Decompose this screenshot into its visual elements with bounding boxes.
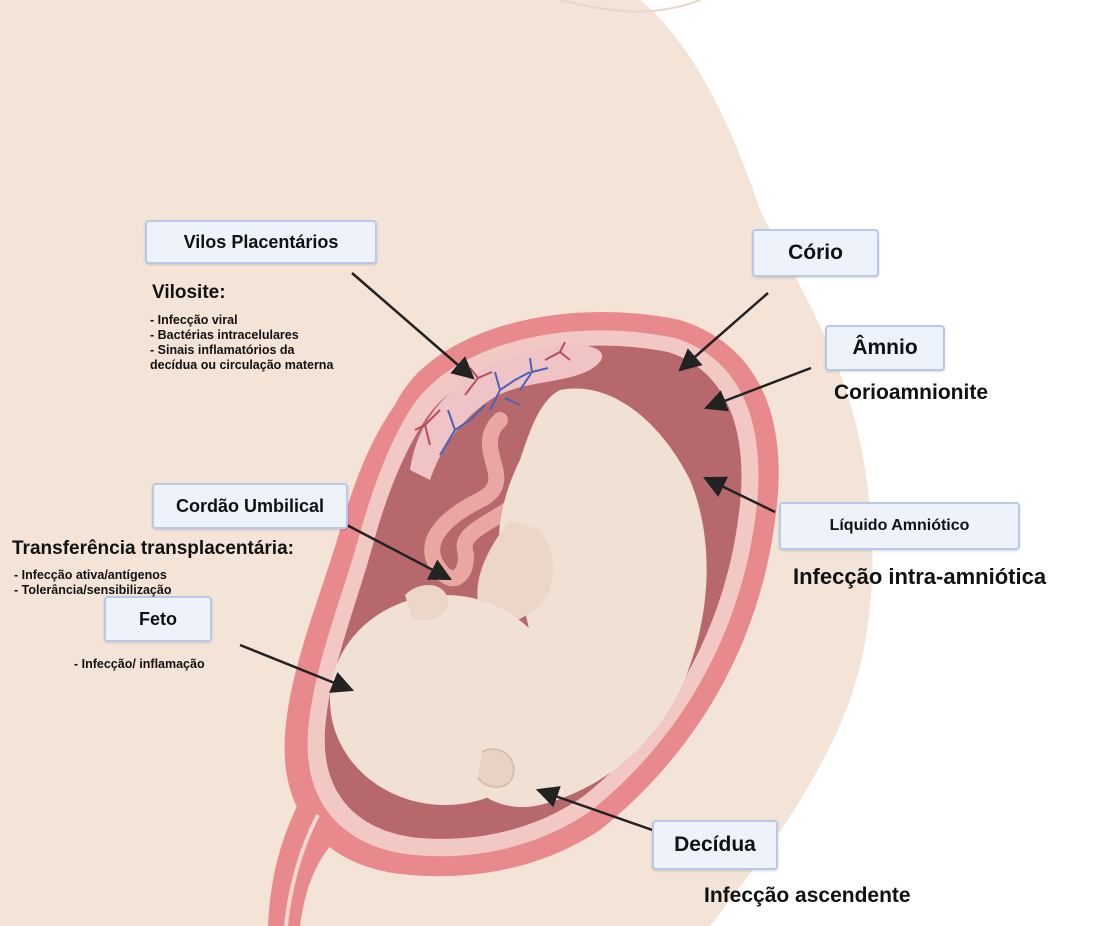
feto-list: - Infecção/ inflamação (74, 657, 205, 672)
vilosite-item: - Sinais inflamatórios da (150, 343, 333, 358)
vilosite-item: decídua ou circulação materna (150, 358, 333, 373)
label-feto: Feto (104, 596, 212, 642)
transfer-list: - Infecção ativa/antígenos - Tolerância/… (14, 568, 171, 598)
condition-ascendente: Infecção ascendente (704, 884, 911, 908)
feto-item: - Infecção/ inflamação (74, 657, 205, 672)
condition-corioamnionite: Corioamnionite (834, 381, 988, 405)
label-corio: Cório (752, 229, 879, 277)
vilosite-title: Vilosite: (152, 282, 226, 304)
fetus-ear (478, 749, 514, 787)
vilosite-list: - Infecção viral - Bactérias intracelula… (150, 313, 333, 373)
transfer-item: - Tolerância/sensibilização (14, 583, 171, 598)
label-liquido-amniotico: Líquido Amniótico (779, 502, 1020, 550)
vilosite-item: - Bactérias intracelulares (150, 328, 333, 343)
label-decidua: Decídua (652, 820, 778, 870)
transfer-title: Transferência transplacentária: (12, 538, 294, 560)
vilosite-item: - Infecção viral (150, 313, 333, 328)
fetus-head (330, 595, 560, 805)
label-amnio: Âmnio (825, 325, 945, 371)
label-cordao-umbilical: Cordão Umbilical (152, 483, 348, 529)
transfer-item: - Infecção ativa/antígenos (14, 568, 171, 583)
label-vilos-placentarios: Vilos Placentários (145, 220, 377, 264)
condition-intra-amniotica: Infecção intra-amniótica (793, 564, 1046, 590)
